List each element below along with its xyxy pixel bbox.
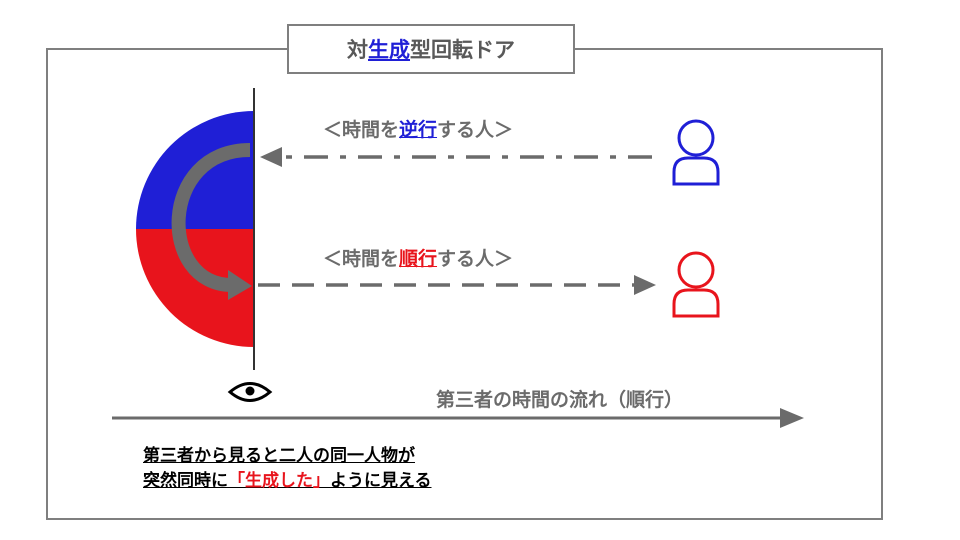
forward-time-arrow xyxy=(258,275,656,295)
timeline-label: 第三者の時間の流れ（順行） xyxy=(436,389,684,411)
person-reverse-head xyxy=(677,119,715,157)
forward-label: ＜時間を順行する人＞ xyxy=(323,244,513,271)
forward-label-highlight: 順行 xyxy=(399,248,438,270)
rotation-arrow-shaft xyxy=(171,143,251,292)
caption-line-2-suffix: ように見える xyxy=(330,471,432,491)
reverse-label: ＜時間を逆行する人＞ xyxy=(323,115,513,142)
caption-line-2-prefix: 突然同時に xyxy=(143,471,228,491)
person-forward-body xyxy=(672,288,720,318)
forward-label-prefix: ＜時間を xyxy=(323,248,400,270)
reverse-time-arrow xyxy=(260,147,652,167)
caption: 第三者から見ると二人の同一人物が 突然同時に「生成した」ように見える xyxy=(143,444,432,494)
reverse-label-prefix: ＜時間を xyxy=(323,119,400,141)
caption-line-1: 第三者から見ると二人の同一人物が xyxy=(143,446,415,466)
reverse-arrow-head xyxy=(260,147,282,167)
door-bottom-half xyxy=(136,229,254,347)
rotation-arrow xyxy=(171,143,252,300)
title-suffix: 型回転ドア xyxy=(410,38,515,62)
reverse-label-suffix: する人＞ xyxy=(437,119,514,141)
title-box: 対生成型回転ドア xyxy=(287,24,575,74)
reverse-label-highlight: 逆行 xyxy=(399,119,438,141)
forward-label-suffix: する人＞ xyxy=(437,248,514,270)
eye-icon xyxy=(227,382,273,402)
person-forward-icon xyxy=(672,251,720,318)
title-highlight: 生成 xyxy=(368,38,410,62)
person-reverse-icon xyxy=(672,119,720,186)
rotation-arrow-head xyxy=(228,270,252,300)
caption-line-2-highlight: 「生成した」 xyxy=(228,471,330,491)
person-forward-head xyxy=(677,251,715,289)
timeline-arrow xyxy=(112,408,804,428)
person-reverse-body xyxy=(672,156,720,186)
caption-line-2: 突然同時に「生成した」ように見える xyxy=(143,469,432,494)
title-prefix: 対 xyxy=(347,38,368,62)
timeline-arrow-head xyxy=(780,408,804,428)
forward-arrow-head xyxy=(634,275,656,295)
